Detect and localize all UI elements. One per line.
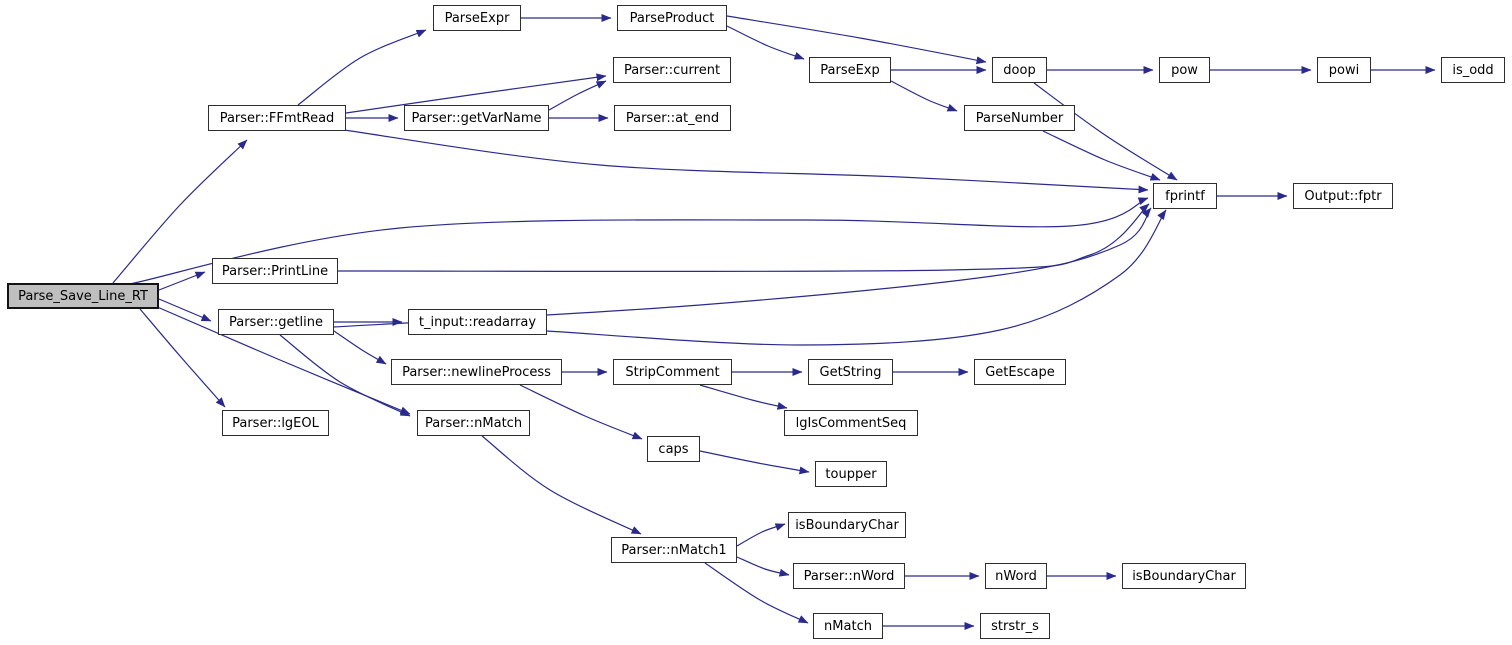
graph-node-getVarName[interactable]: Parser::getVarName [404, 105, 549, 131]
graph-node-nMatch1[interactable]: Parser::nMatch1 [611, 537, 737, 563]
edge-nMatchP-to-nMatch1 [481, 435, 642, 535]
edge-readarray-to-fprintf [546, 209, 1167, 346]
graph-node-Parse_Save_Line_RT[interactable]: Parse_Save_Line_RT [7, 283, 159, 309]
graph-node-readarray[interactable]: t_input::readarray [408, 309, 547, 335]
graph-node-doop[interactable]: doop [992, 57, 1047, 83]
edge-doop-to-fprintf [1033, 82, 1178, 181]
edge-ParseProduct-to-doop [726, 15, 987, 65]
graph-node-powi[interactable]: powi [1317, 57, 1371, 83]
edge-newlineProcess-to-caps [519, 384, 643, 440]
graph-node-newlineProcess[interactable]: Parser::newlineProcess [391, 359, 562, 385]
edge-nMatch1-to-nWordP [736, 556, 790, 577]
graph-node-current[interactable]: Parser::current [613, 57, 731, 83]
graph-node-nMatchP[interactable]: Parser::nMatch [417, 410, 530, 436]
graph-node-GetString[interactable]: GetString [808, 359, 893, 385]
graph-node-nWord[interactable]: nWord [985, 563, 1047, 589]
edge-Parse_Save_Line_RT-to-nMatchP [154, 305, 411, 415]
graph-node-lgIsCommentSeq[interactable]: lgIsCommentSeq [784, 410, 918, 436]
edge-StripComment-to-lgIsCommentSeq [699, 384, 788, 410]
edge-nMatch1-to-nMatch [704, 562, 809, 624]
graph-node-toupper[interactable]: toupper [815, 461, 887, 487]
graph-node-at_end[interactable]: Parser::at_end [614, 105, 731, 131]
graph-node-isBoundaryChar1[interactable]: isBoundaryChar [788, 512, 906, 538]
edge-Parse_Save_Line_RT-to-getline [158, 298, 212, 322]
graph-node-PrintLine[interactable]: Parser::PrintLine [212, 258, 338, 284]
graph-node-lgEOL[interactable]: Parser::lgEOL [222, 410, 329, 436]
graph-node-caps[interactable]: caps [647, 436, 700, 462]
edge-caps-to-toupper [699, 450, 810, 475]
graph-node-ParseProduct[interactable]: ParseProduct [617, 5, 727, 31]
edge-nMatch1-to-isBoundaryChar1 [736, 523, 786, 547]
edge-FFmtRead-to-ParseExpr [297, 29, 427, 106]
edge-PrintLine-to-fprintf [337, 203, 1150, 273]
graph-node-nMatch[interactable]: nMatch [813, 613, 883, 639]
graph-node-FFmtRead[interactable]: Parser::FFmtRead [208, 105, 346, 131]
graph-node-GetEscape[interactable]: GetEscape [974, 359, 1066, 385]
edge-getline-to-newlineProcess [333, 330, 387, 365]
edge-Parse_Save_Line_RT-to-fprintf [129, 197, 1149, 285]
edge-Parse_Save_Line_RT-to-PrintLine [158, 271, 206, 291]
graph-node-ParseExp[interactable]: ParseExp [809, 57, 891, 83]
edge-getVarName-to-current [548, 80, 607, 111]
graph-node-Output_fptr[interactable]: Output::fptr [1293, 183, 1393, 209]
graph-node-strstr_s[interactable]: strstr_s [980, 613, 1050, 639]
graph-node-ParseExpr[interactable]: ParseExpr [433, 5, 521, 31]
graph-node-fprintf[interactable]: fprintf [1153, 183, 1217, 209]
graph-node-nWordP[interactable]: Parser::nWord [793, 563, 905, 589]
edge-FFmtRead-to-current [345, 73, 607, 114]
graph-node-ParseNumber[interactable]: ParseNumber [964, 105, 1075, 131]
edge-Parse_Save_Line_RT-to-FFmtRead [112, 139, 248, 284]
graph-node-isBoundaryChar2[interactable]: isBoundaryChar [1122, 563, 1246, 589]
graph-node-StripComment[interactable]: StripComment [613, 359, 732, 385]
graph-node-pow[interactable]: pow [1159, 57, 1210, 83]
edge-ParseExp-to-ParseNumber [890, 80, 958, 112]
graph-node-is_odd[interactable]: is_odd [1441, 57, 1505, 83]
graph-node-getline[interactable]: Parser::getline [218, 309, 334, 335]
edge-ParseNumber-to-fprintf [1042, 130, 1161, 181]
edge-ParseProduct-to-ParseExp [726, 25, 805, 60]
edge-getline-to-nMatchP [279, 334, 411, 417]
edge-FFmtRead-to-fprintf [343, 129, 1149, 194]
edge-Parse_Save_Line_RT-to-lgEOL [139, 308, 226, 408]
